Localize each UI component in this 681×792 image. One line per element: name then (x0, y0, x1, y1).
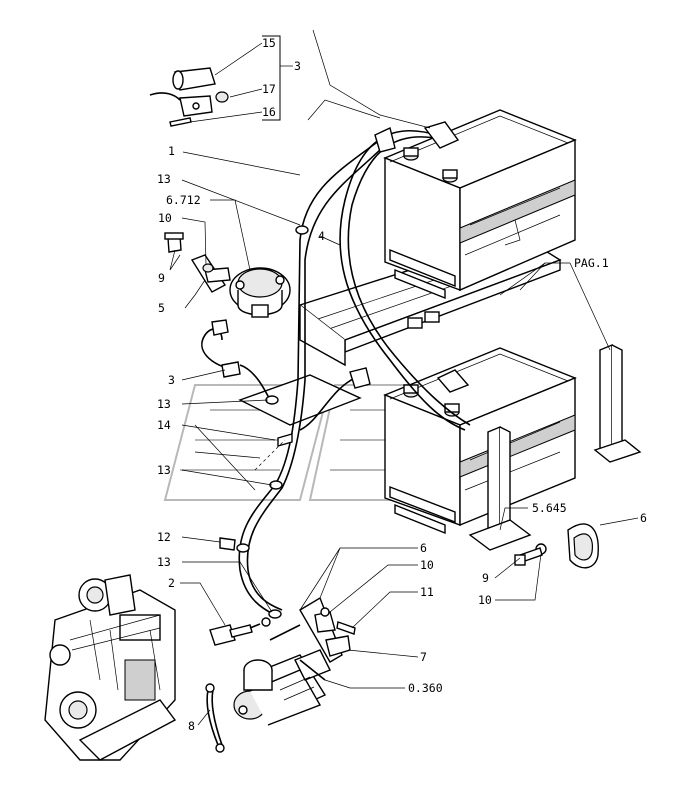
mounting-bracket-lower (269, 596, 356, 663)
callout-group-bracket (262, 35, 281, 121)
callout-1: 1 (168, 144, 175, 158)
callout-10-a: 10 (158, 211, 172, 225)
callout-6-mid: 6 (420, 541, 427, 555)
callout-14: 14 (157, 418, 171, 432)
mounting-bracket-right (514, 523, 599, 569)
callout-5: 5 (158, 301, 165, 315)
callout-8: 8 (188, 719, 195, 733)
support-post-left (468, 425, 532, 551)
callout-labels: 15 3 17 16 1 13 6.712 10 9 5 4 PAG.1 3 1… (157, 36, 647, 733)
callout-6-right: 6 (640, 511, 647, 525)
callout-13-b: 13 (157, 397, 171, 411)
mounting-bracket-upper (164, 232, 231, 293)
callout-16: 16 (262, 105, 276, 119)
callout-12: 12 (157, 530, 171, 544)
callout-9-b: 9 (482, 571, 489, 585)
engine-assembly (44, 574, 177, 761)
callout-pag1: PAG.1 (574, 256, 609, 270)
callout-9-a: 9 (158, 271, 165, 285)
callout-10-b: 10 (420, 558, 434, 572)
leader-lines (169, 29, 639, 726)
battery-cables (201, 121, 471, 616)
starter-motor (233, 649, 331, 726)
callout-0360: 0.360 (408, 681, 443, 695)
callout-13-c: 13 (157, 463, 171, 477)
callout-13-d: 13 (157, 555, 171, 569)
callout-7: 7 (420, 650, 427, 664)
callout-3-top: 3 (294, 59, 301, 73)
callout-10-c: 10 (478, 593, 492, 607)
cable-terminal (209, 617, 271, 646)
support-post-right (593, 343, 642, 463)
callout-3-mid: 3 (168, 373, 175, 387)
callout-4: 4 (318, 229, 325, 243)
connector-terminal-assembly (149, 67, 229, 127)
callout-15: 15 (262, 36, 276, 50)
callout-5645: 5.645 (532, 501, 567, 515)
callout-17: 17 (262, 82, 276, 96)
cable-clamps (219, 225, 309, 619)
ground-cable (205, 683, 225, 753)
callout-6712: 6.712 (166, 193, 201, 207)
relay-switch (229, 267, 291, 318)
callout-13-a: 13 (157, 172, 171, 186)
upper-battery (383, 109, 577, 300)
callout-11: 11 (420, 585, 434, 599)
callout-2: 2 (168, 576, 175, 590)
